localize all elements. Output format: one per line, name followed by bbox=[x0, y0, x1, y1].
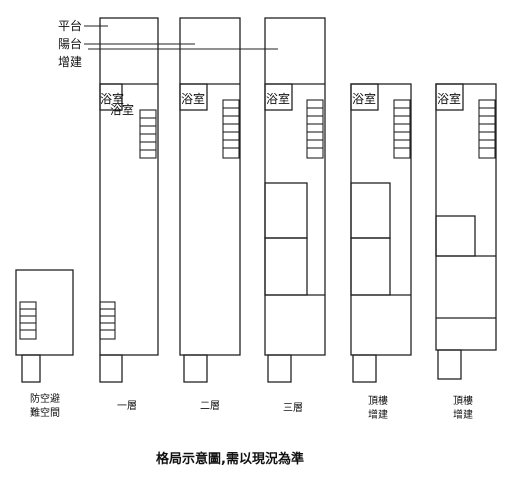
floor-1-stairs-upper bbox=[139, 109, 157, 159]
roof-a-bath-label: 浴室 bbox=[352, 91, 376, 106]
floor-3-outline bbox=[264, 17, 326, 356]
floor-1-outline bbox=[99, 17, 159, 356]
caption-roof-a-2: 增建 bbox=[368, 408, 388, 421]
roof-a-entry bbox=[352, 354, 377, 383]
floor-1-bath-label-2: 浴室 bbox=[110, 102, 134, 117]
basement-entry bbox=[21, 354, 41, 383]
floor-3-room-a bbox=[264, 182, 308, 239]
floor-3-stairs bbox=[306, 99, 324, 159]
roof-a-stairs bbox=[393, 99, 411, 159]
caption-floor-2: 二層 bbox=[200, 400, 220, 412]
roof-b-room-a bbox=[435, 215, 476, 257]
floor-2-bath-room bbox=[179, 83, 208, 111]
caption-basement-2: 難空間 bbox=[30, 406, 60, 419]
roof-b-entry bbox=[437, 349, 462, 380]
basement-stairs bbox=[19, 301, 37, 340]
caption-basement-1: 防空避 bbox=[30, 392, 60, 405]
floor-2-bath-label: 浴室 bbox=[181, 91, 205, 106]
caption-roof-b-1: 頂樓 bbox=[453, 394, 473, 407]
floor-roof-b bbox=[435, 83, 497, 380]
caption-floor-1: 一層 bbox=[117, 400, 137, 412]
floor-1-bath-label: 浴室 bbox=[100, 91, 124, 106]
caption-roof-b-2: 增建 bbox=[453, 408, 473, 421]
floor-2-entry bbox=[183, 354, 208, 383]
roof-b-stairs bbox=[478, 99, 496, 159]
basement-outline bbox=[15, 269, 74, 356]
legend-balcony: 陽台 bbox=[58, 36, 82, 51]
roof-a-outline bbox=[350, 83, 412, 356]
floor-basement bbox=[15, 269, 74, 383]
floor-3-room-b bbox=[264, 237, 308, 296]
roof-b-bath-room bbox=[435, 83, 464, 111]
caption-floor-3: 三層 bbox=[283, 402, 303, 414]
floor-3-entry bbox=[267, 354, 292, 383]
floor-2-stairs bbox=[222, 99, 240, 159]
floor-roof-a bbox=[350, 83, 412, 383]
floor-1-entry bbox=[99, 354, 123, 383]
floor-1-stairs-lower bbox=[99, 301, 116, 340]
roof-a-room-a bbox=[350, 182, 391, 239]
legend-extension: 增建 bbox=[58, 55, 82, 69]
roof-b-bath-label: 浴室 bbox=[437, 91, 461, 106]
floor-2 bbox=[179, 17, 241, 383]
floor-1-bath-room bbox=[99, 83, 123, 111]
floor-3 bbox=[264, 17, 326, 383]
caption-roof-a-1: 頂樓 bbox=[368, 394, 388, 407]
floor-1 bbox=[99, 17, 159, 383]
floor-3-bath-room bbox=[264, 83, 293, 111]
floor-2-outline bbox=[179, 17, 241, 356]
legend-platform: 平台 bbox=[58, 18, 82, 33]
roof-a-room-b bbox=[350, 237, 391, 296]
floor-3-bath-label: 浴室 bbox=[266, 91, 290, 106]
layout-disclaimer: 格局示意圖,需以現況為準 bbox=[156, 451, 304, 467]
roof-a-bath-room bbox=[350, 83, 379, 111]
